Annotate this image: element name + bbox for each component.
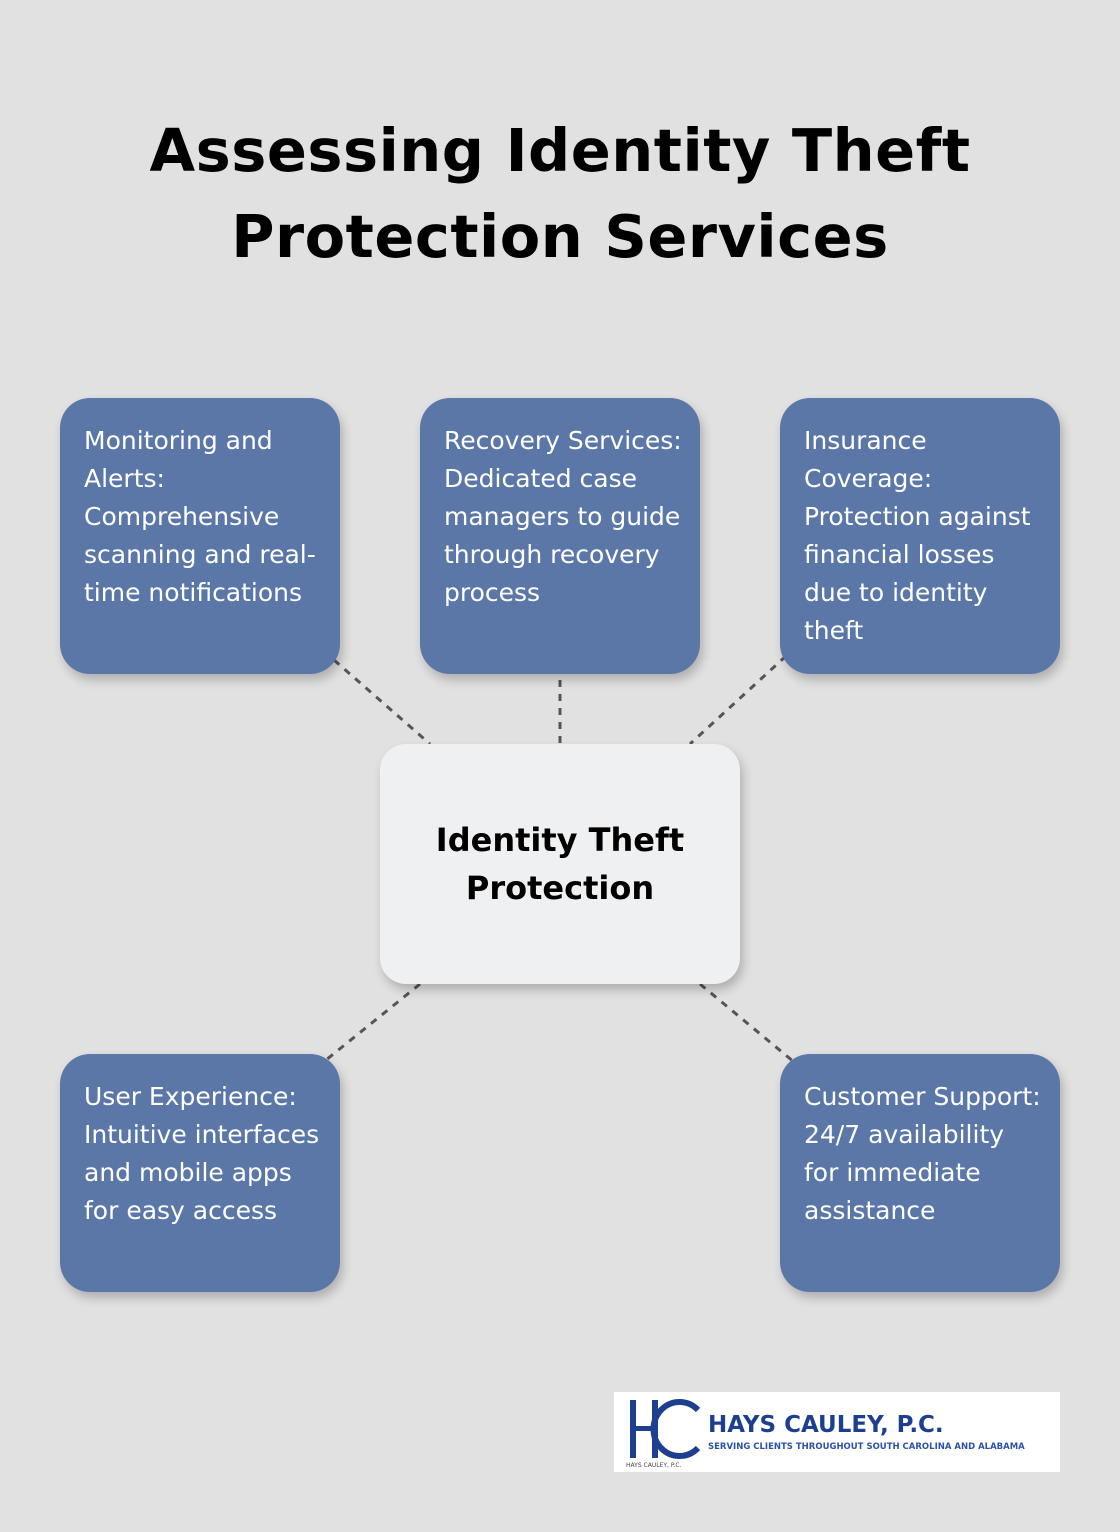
connector-insurance (688, 654, 788, 746)
center-node: Identity Theft Protection (380, 744, 740, 984)
page-title: Assessing Identity Theft Protection Serv… (149, 116, 971, 271)
logo-small-text: HAYS CAULEY, P.C. (626, 1462, 682, 1469)
connector-customer-support (699, 982, 795, 1064)
hc-monogram-icon (630, 1399, 701, 1459)
logo-tagline: SERVING CLIENTS THROUGHOUT SOUTH CAROLIN… (708, 1442, 1025, 1452)
logo-company-name: HAYS CAULEY, P.C. (708, 1412, 944, 1438)
node-monitoring-alerts: Monitoring and Alerts: Comprehensive sca… (60, 398, 340, 674)
connector-user-experience (325, 982, 421, 1062)
company-logo: HAYS CAULEY, P.C. SERVING CLIENTS THROUG… (614, 1392, 1060, 1472)
connector-monitoring (333, 658, 431, 746)
center-label: Identity Theft Protection (435, 821, 685, 907)
node-recovery-services: Recovery Services: Dedicated case manage… (420, 398, 700, 674)
node-user-experience: User Experience: Intuitive interfaces an… (60, 1054, 340, 1292)
node-insurance-coverage: Insurance Coverage: Protection against f… (780, 398, 1060, 674)
node-customer-support: Customer Support: 24/7 availability for … (780, 1054, 1060, 1292)
